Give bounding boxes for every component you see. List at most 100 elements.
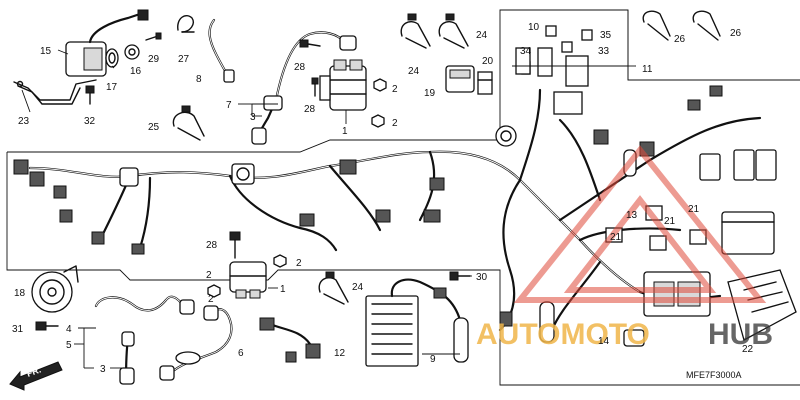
callout-19: 19 — [424, 88, 436, 99]
part-2-nut-lower-b[interactable] — [207, 284, 221, 298]
part-12-sub-harness[interactable] — [259, 317, 321, 363]
sensor-connector[interactable] — [499, 301, 555, 343]
part-27-clamp[interactable] — [177, 14, 195, 33]
callout-2-b: 2 — [392, 118, 398, 129]
part-17-grommet[interactable] — [105, 48, 119, 68]
part-9-regulator[interactable] — [365, 278, 469, 367]
callout-35: 35 — [600, 30, 612, 41]
part-32-bolt[interactable] — [85, 85, 95, 105]
callout-1-a: 1 — [342, 126, 348, 137]
callout-4: 4 — [66, 324, 72, 335]
part-1-ignition-coil-lower[interactable] — [229, 261, 267, 299]
part-31-bolt[interactable] — [35, 321, 59, 331]
part-19-relay[interactable] — [445, 65, 475, 93]
callout-23: 23 — [18, 116, 30, 127]
part-4-ht-cord[interactable] — [94, 295, 188, 312]
harness-connectors-right[interactable] — [495, 47, 777, 181]
part-1-ignition-coil[interactable] — [319, 59, 367, 111]
part-21-relay-b[interactable] — [649, 235, 667, 251]
callout-16: 16 — [130, 66, 142, 77]
callout-30: 30 — [476, 272, 488, 283]
callout-21-b: 21 — [688, 204, 700, 215]
part-24-band-a[interactable] — [400, 13, 431, 49]
callout-18: 18 — [14, 288, 26, 299]
part-23-bracket[interactable] — [13, 79, 97, 105]
watermark-text-left: AUTOMOTO — [476, 318, 650, 351]
callout-2-e: 2 — [296, 258, 302, 269]
callout-21-c: 21 — [610, 232, 622, 243]
callout-3-a: 3 — [250, 112, 256, 123]
part-14-connector[interactable] — [623, 329, 645, 347]
watermark-text-right: HUB — [708, 318, 773, 351]
callout-14: 14 — [598, 336, 610, 347]
front-arrow-indicator: FR. — [9, 361, 63, 391]
callout-11: 11 — [642, 64, 653, 75]
part-29-screw[interactable] — [145, 32, 162, 41]
part-2-nut-lower-a[interactable] — [273, 254, 287, 268]
harness-group-outline — [6, 9, 800, 386]
part-25-band[interactable] — [172, 105, 205, 141]
callout-1-b: 1 — [280, 284, 286, 295]
harness-connectors-left[interactable] — [13, 159, 145, 255]
part-22-control-unit[interactable] — [727, 269, 797, 341]
callout-24-b: 24 — [476, 30, 488, 41]
part-2-nut-upper[interactable] — [373, 78, 387, 92]
part-20-connector[interactable] — [477, 71, 493, 95]
part-2-nut-lower[interactable] — [371, 114, 385, 128]
part-33-fuse[interactable] — [561, 41, 573, 53]
part-8-plug-wire[interactable] — [208, 18, 235, 83]
part-3-plug-cap[interactable] — [119, 331, 135, 385]
callout-33: 33 — [598, 46, 610, 57]
part-26-band-b[interactable] — [692, 10, 721, 41]
part-35-fuse[interactable] — [581, 29, 593, 41]
callout-2-a: 2 — [392, 84, 398, 95]
callout-28-c: 28 — [206, 240, 218, 251]
part-28-bolt-lower[interactable] — [229, 231, 241, 259]
callout-31: 31 — [12, 324, 24, 335]
callout-24-a: 24 — [408, 66, 420, 77]
callout-12: 12 — [334, 348, 346, 359]
callout-24-c: 24 — [352, 282, 364, 293]
part-26-band-a[interactable] — [642, 10, 671, 41]
callout-21-a: 21 — [664, 216, 676, 227]
part-6-ht-cord[interactable] — [159, 299, 233, 381]
drawing-code: MFE7F3000A — [686, 370, 742, 380]
callout-5: 5 — [66, 340, 72, 351]
callout-26-b: 26 — [730, 28, 742, 39]
callout-2-c: 2 — [206, 270, 212, 281]
callout-32: 32 — [84, 116, 96, 127]
callout-9: 9 — [430, 354, 436, 365]
callout-15: 15 — [40, 46, 52, 57]
callout-22: 22 — [742, 344, 754, 355]
callout-labels: 15 16 17 29 27 8 28 28 2 2 1 7 3 23 32 2… — [12, 22, 754, 375]
callout-7: 7 — [226, 100, 232, 111]
part-28-bolt-upper[interactable] — [299, 39, 321, 48]
callout-6: 6 — [238, 348, 244, 359]
callout-28-a: 28 — [294, 62, 306, 73]
callout-29: 29 — [148, 54, 160, 65]
callout-34: 34 — [520, 46, 532, 57]
part-18-horn[interactable] — [31, 265, 79, 313]
callout-13: 13 — [626, 210, 638, 221]
part-24-band-lower[interactable] — [318, 271, 349, 305]
callout-10: 10 — [528, 22, 540, 33]
relay-box[interactable] — [721, 211, 775, 255]
callout-3-b: 3 — [100, 364, 106, 375]
harness-connectors-center[interactable] — [231, 159, 445, 227]
callout-27: 27 — [178, 54, 190, 65]
part-24-band-b[interactable] — [438, 13, 469, 49]
watermark — [513, 145, 767, 303]
part-16-nut[interactable] — [124, 44, 140, 60]
callout-26-a: 26 — [674, 34, 686, 45]
part-7-ht-cord[interactable] — [251, 31, 357, 145]
front-indicator-label: FR. — [25, 365, 42, 379]
callout-20: 20 — [482, 56, 494, 67]
part-10-fuse[interactable] — [545, 25, 557, 37]
callout-2-d: 2 — [208, 294, 214, 305]
callout-25: 25 — [148, 122, 160, 133]
callout-28-b: 28 — [304, 104, 316, 115]
leader-lines — [21, 49, 636, 369]
callout-17: 17 — [106, 82, 118, 93]
part-28-bolt-mid[interactable] — [311, 77, 319, 97]
